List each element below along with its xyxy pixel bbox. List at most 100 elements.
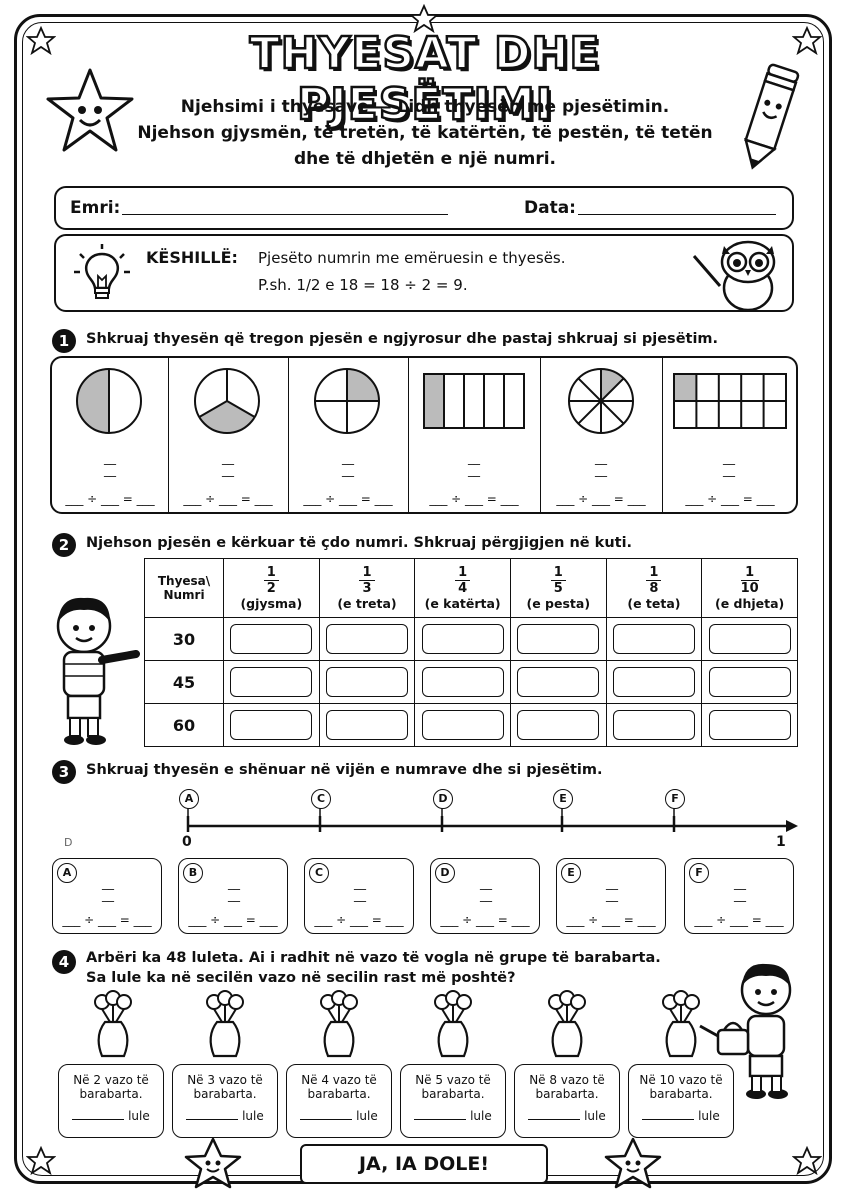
division-blank[interactable]: ___ ÷ ___ = ___ <box>183 492 273 506</box>
division-blank[interactable]: ___ ÷ ___ = ___ <box>440 913 530 927</box>
fraction-blank[interactable]: ____ <box>723 451 735 477</box>
division-blank[interactable]: ___ ÷ ___ = ___ <box>685 492 775 506</box>
answer-box[interactable] <box>230 710 313 740</box>
fraction-blank[interactable]: ____ <box>595 451 607 477</box>
fraction-blank[interactable]: ____ <box>228 876 240 902</box>
flower-vase-icon <box>94 990 132 1058</box>
flower-vase-icon <box>320 990 358 1058</box>
tip-box: KËSHILLË: Pjesëto numrin me emëruesin e … <box>54 234 794 312</box>
division-blank[interactable]: ___ ÷ ___ = ___ <box>556 492 646 506</box>
point-answer-box: E ____ ___ ÷ ___ = ___ <box>556 858 666 934</box>
answer-box[interactable] <box>421 710 504 740</box>
answer-box[interactable] <box>230 667 313 697</box>
vase-box-line: barabarta. <box>535 1087 599 1101</box>
shape-cell <box>52 358 169 512</box>
division-blank[interactable]: ___ ÷ ___ = ___ <box>694 913 784 927</box>
fraction-blank[interactable]: ____ <box>342 451 354 477</box>
subtitle-line: dhe të dhjetën e një numri. <box>293 149 556 169</box>
flower-vase-icon <box>206 990 244 1058</box>
answer-box[interactable] <box>421 667 504 697</box>
fraction-blank[interactable]: ____ <box>104 451 116 477</box>
point-label: D <box>435 863 455 883</box>
answer-blank[interactable] <box>300 1119 353 1120</box>
number-line-start: 0 <box>182 834 192 850</box>
stray-label: D <box>64 836 73 849</box>
date-field[interactable] <box>578 214 776 215</box>
division-blank[interactable]: ___ ÷ ___ = ___ <box>314 913 404 927</box>
star-icon <box>409 4 439 34</box>
unit-label: lule <box>128 1109 150 1123</box>
division-blank[interactable]: ___ ÷ ___ = ___ <box>62 913 152 927</box>
vase-box-line: barabarta. <box>193 1087 257 1101</box>
vase-box-line: Në 3 vazo të <box>187 1073 263 1087</box>
answer-blank[interactable] <box>642 1119 695 1120</box>
answer-box[interactable] <box>230 624 313 654</box>
table-corner-header: Thyesa\Numri <box>144 558 224 618</box>
fraction-blank[interactable]: ____ <box>222 451 234 477</box>
question-number: 1 <box>52 329 76 353</box>
point-marker: C <box>311 789 331 809</box>
answer-box[interactable] <box>517 667 600 697</box>
answer-blank[interactable] <box>186 1119 239 1120</box>
tip-label: KËSHILLË: <box>146 248 238 267</box>
lightbulb-icon <box>74 244 130 299</box>
vase-answer-box: Në 3 vazo të barabarta. lule <box>172 1064 278 1138</box>
table-row: 60 <box>144 703 798 747</box>
question-number: 3 <box>52 760 76 784</box>
name-label: Emri: <box>70 198 121 218</box>
fraction-blank[interactable]: ____ <box>734 876 746 902</box>
name-date-bar: Emri: Data: <box>54 186 794 230</box>
answer-box[interactable] <box>517 710 600 740</box>
answer-blank[interactable] <box>528 1119 581 1120</box>
star-icon <box>26 26 56 56</box>
unit-label: lule <box>242 1109 264 1123</box>
answer-box[interactable] <box>612 667 695 697</box>
circle-half-shaded <box>76 368 142 434</box>
answer-box[interactable] <box>612 624 695 654</box>
fraction-blank[interactable]: ____ <box>480 876 492 902</box>
vase-box-line: barabarta. <box>421 1087 485 1101</box>
point-answer-box: D ____ ___ ÷ ___ = ___ <box>430 858 540 934</box>
division-blank[interactable]: ___ ÷ ___ = ___ <box>429 492 519 506</box>
answer-blank[interactable] <box>72 1119 125 1120</box>
answer-box[interactable] <box>708 624 791 654</box>
answer-box[interactable] <box>708 667 791 697</box>
vase-answer-box: Në 4 vazo të barabarta. lule <box>286 1064 392 1138</box>
answer-box[interactable] <box>421 624 504 654</box>
division-blank[interactable]: ___ ÷ ___ = ___ <box>65 492 155 506</box>
vase-answer-box: Në 10 vazo të barabarta. lule <box>628 1064 734 1138</box>
answer-box[interactable] <box>517 624 600 654</box>
division-blank[interactable]: ___ ÷ ___ = ___ <box>188 913 278 927</box>
question-3-text: Shkruaj thyesën e shënuar në vijën e num… <box>86 762 603 778</box>
subtitle-line: Njehson gjysmën, të tretën, të katërtën,… <box>137 123 713 143</box>
answer-box[interactable] <box>612 710 695 740</box>
division-blank[interactable]: ___ ÷ ___ = ___ <box>566 913 656 927</box>
unit-label: lule <box>584 1109 606 1123</box>
boy-watering-can-icon <box>699 963 792 1099</box>
rectangle-fifths-shaded <box>423 373 525 429</box>
fraction-blank[interactable]: ____ <box>606 876 618 902</box>
point-marker: A <box>179 789 199 809</box>
division-blank[interactable]: ___ ÷ ___ = ___ <box>303 492 393 506</box>
question-4-line: Arbëri ka 48 luleta. Ai i radhit në vazo… <box>86 950 661 966</box>
answer-blank[interactable] <box>414 1119 467 1120</box>
fraction-blank[interactable]: ____ <box>354 876 366 902</box>
rectangle-tenths-shaded <box>673 373 787 429</box>
page-title: THYESAT DHE PJESËTIMI <box>248 27 601 132</box>
point-marker: D <box>433 789 453 809</box>
smiling-star-icon <box>184 1137 242 1189</box>
fraction-blank[interactable]: ____ <box>468 451 480 477</box>
answer-box[interactable] <box>325 624 408 654</box>
answer-box[interactable] <box>708 710 791 740</box>
fraction-blank[interactable]: ____ <box>102 876 114 902</box>
shape-cell <box>288 358 409 512</box>
name-field[interactable] <box>122 214 448 215</box>
point-label: A <box>57 863 77 883</box>
answer-box[interactable] <box>325 710 408 740</box>
shapes-panel: ____ ____ ____ ____ ____ ____ ___ ÷ ___ … <box>50 356 798 514</box>
answer-box[interactable] <box>325 667 408 697</box>
